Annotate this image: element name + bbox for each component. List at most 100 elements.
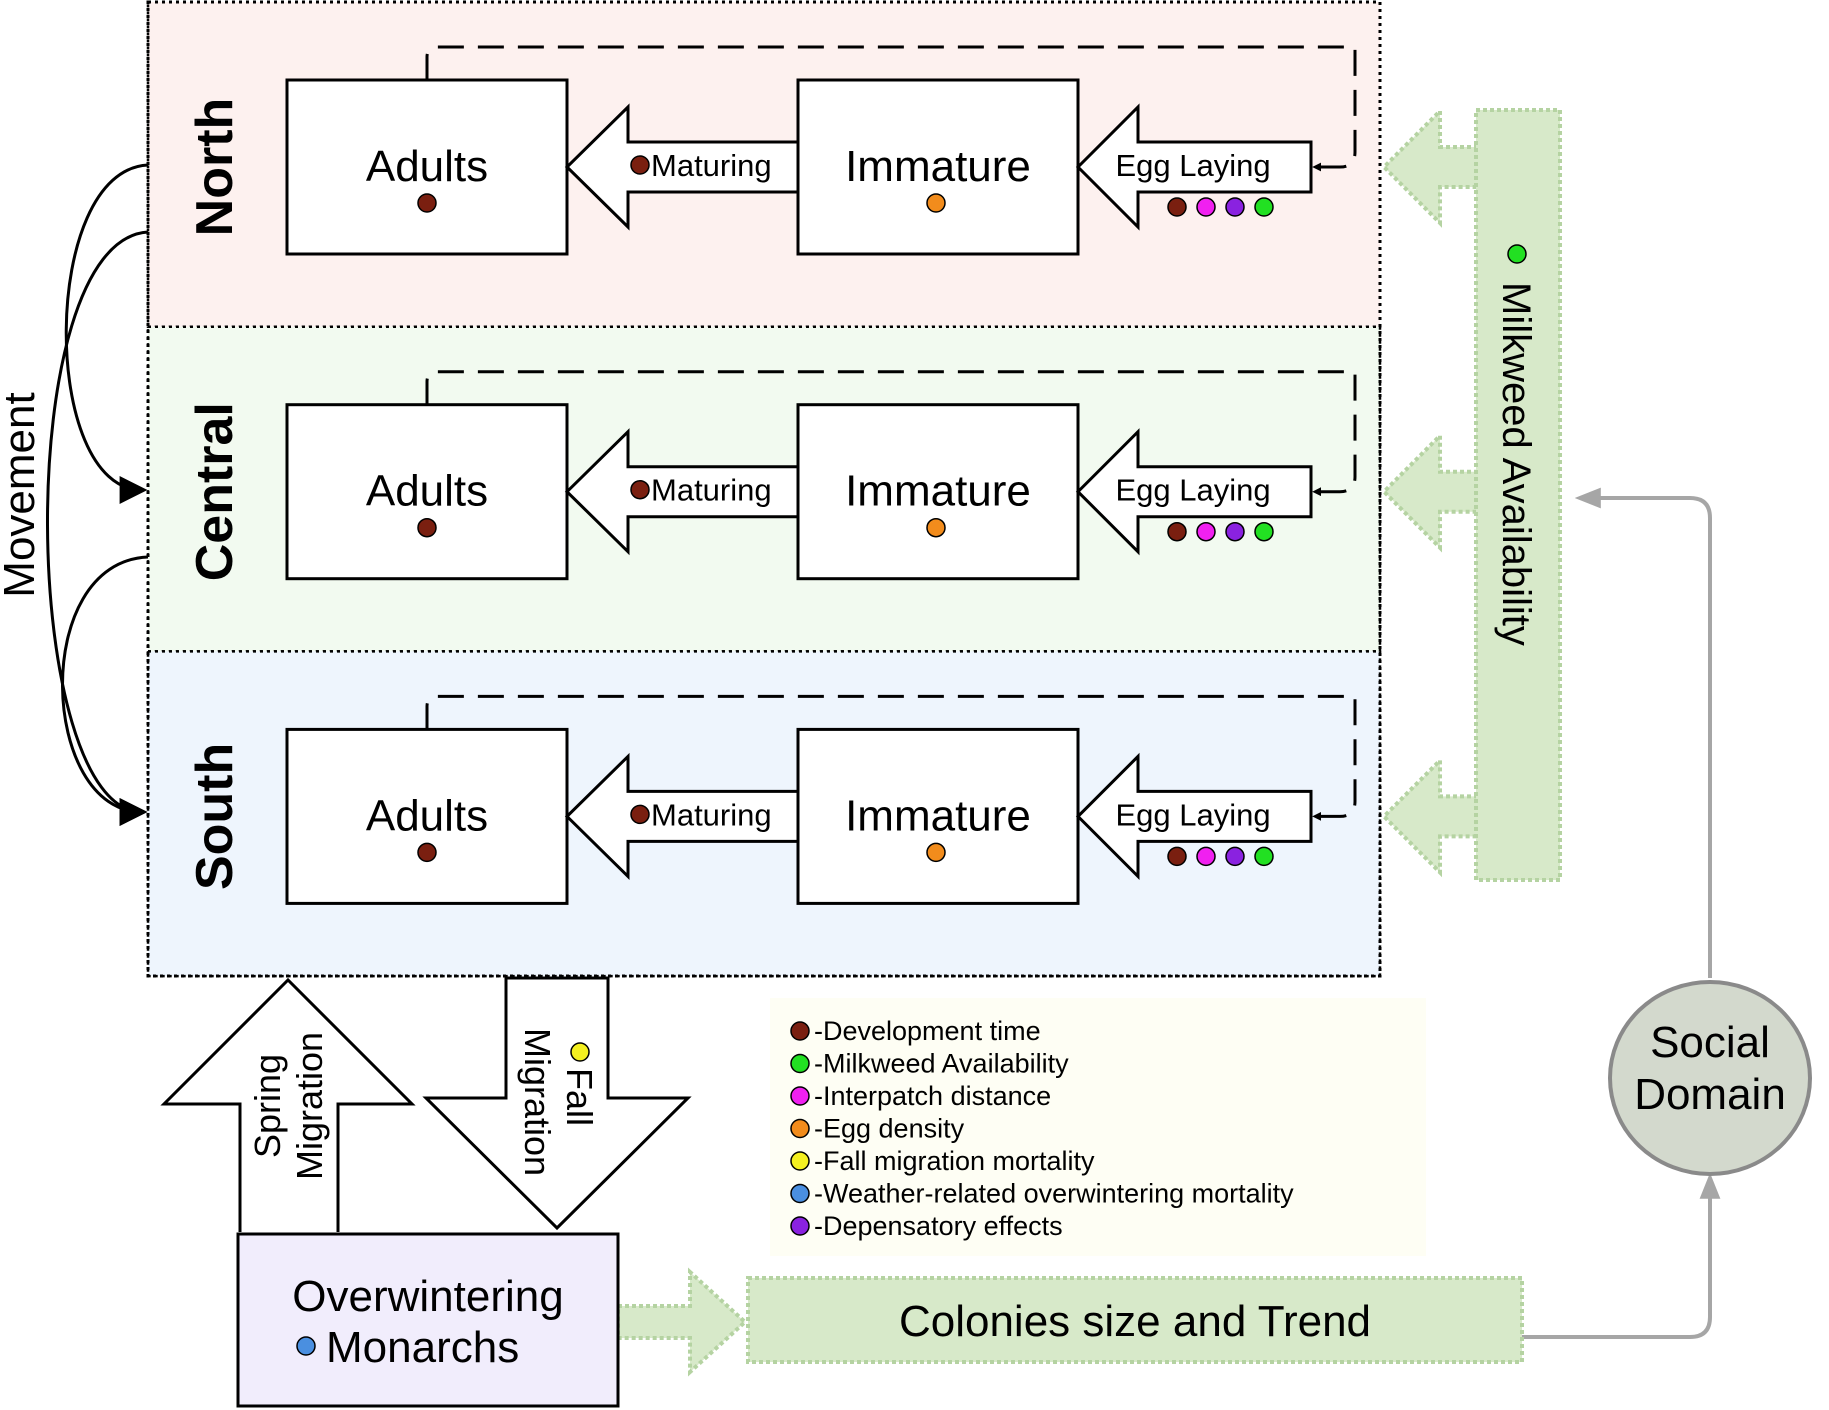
immature-egg-density-dot bbox=[926, 842, 946, 863]
milkweed-input-arrow bbox=[1381, 755, 1480, 878]
legend-label: -Weather-related overwintering mortality bbox=[814, 1179, 1294, 1209]
regions-frame bbox=[146, 0, 1382, 978]
egg-laying-arrow bbox=[1075, 428, 1313, 556]
fall-migration-arrow bbox=[422, 976, 692, 1231]
legend-swatch bbox=[790, 1021, 810, 1041]
maturing-label: Maturing bbox=[651, 148, 772, 183]
immature-label: Immature bbox=[845, 467, 1031, 516]
maturing-arrow bbox=[564, 428, 800, 556]
legend-item: -Depensatory effects bbox=[790, 1211, 1063, 1241]
milkweed-column: Milkweed Availability bbox=[1381, 106, 1562, 882]
egg-depensatory-dot bbox=[1225, 521, 1245, 542]
fall-migration-label-1: Fall bbox=[559, 1068, 600, 1126]
immature-egg-density-dot bbox=[926, 517, 946, 538]
legend: -Development time-Milkweed Availability-… bbox=[790, 1016, 1294, 1241]
overwinter-to-colonies-arrow bbox=[616, 1267, 748, 1377]
region-south: South Adults Immature Maturing Egg Laying bbox=[146, 650, 1382, 978]
maturing-development-dot bbox=[630, 479, 650, 500]
maturing-arrow bbox=[564, 103, 800, 231]
spring-migration-label-2: Migration bbox=[289, 1032, 330, 1180]
legend-item: -Weather-related overwintering mortality bbox=[790, 1179, 1294, 1209]
maturing-development-dot bbox=[630, 804, 650, 825]
immature-egg-density-dot bbox=[926, 193, 946, 213]
legend-swatch bbox=[790, 1151, 810, 1171]
spring-migration-arrow bbox=[160, 977, 416, 1232]
legend-swatch bbox=[790, 1216, 810, 1236]
immature-label: Immature bbox=[845, 142, 1031, 191]
social-domain-label-2: Domain bbox=[1634, 1070, 1786, 1119]
movement-arrow-north-south bbox=[46, 230, 149, 826]
milkweed-input-arrow bbox=[1381, 106, 1480, 228]
legend-item: -Interpatch distance bbox=[790, 1081, 1051, 1111]
maturing-development-dot bbox=[630, 155, 650, 175]
milkweed-arrows bbox=[1381, 106, 1480, 878]
egg-laying-label: Egg Laying bbox=[1115, 148, 1270, 183]
movement-arrows bbox=[46, 163, 149, 826]
adults-label: Adults bbox=[366, 142, 488, 191]
region-central: Central Adults Immature Maturing Egg Laying bbox=[146, 325, 1382, 653]
legend-label: -Development time bbox=[814, 1016, 1041, 1046]
legend-label: -Milkweed Availability bbox=[814, 1049, 1069, 1079]
egg-milkweed-dot bbox=[1254, 197, 1274, 217]
social-domain-label-1: Social bbox=[1650, 1018, 1770, 1067]
colonies-to-social-arrow bbox=[1522, 1172, 1721, 1339]
adults-development-dot bbox=[417, 193, 437, 213]
egg-development-dot bbox=[1167, 521, 1187, 542]
legend-item: -Egg density bbox=[790, 1114, 965, 1144]
maturing-arrow bbox=[564, 752, 800, 880]
egg-milkweed-dot bbox=[1254, 846, 1274, 867]
region-name: South bbox=[186, 743, 244, 890]
region-north: North Adults Immature Maturing Egg Laying bbox=[146, 0, 1382, 328]
region-name: North bbox=[186, 98, 244, 237]
social-to-milkweed-arrow bbox=[1574, 487, 1712, 978]
colonies-box bbox=[746, 1276, 1524, 1364]
legend-swatch bbox=[790, 1183, 810, 1204]
fall-mortality-dot bbox=[570, 1042, 590, 1062]
egg-laying-arrow bbox=[1075, 752, 1313, 881]
immature-label: Immature bbox=[845, 791, 1031, 840]
immature-box bbox=[796, 78, 1080, 256]
spring-migration-label-1: Spring bbox=[247, 1054, 288, 1158]
adults-box bbox=[285, 78, 569, 256]
legend-background bbox=[770, 998, 1426, 1256]
egg-depensatory-dot bbox=[1225, 197, 1245, 217]
legend-label: -Fall migration mortality bbox=[814, 1146, 1095, 1176]
milkweed-bar bbox=[1474, 108, 1562, 882]
maturing-label: Maturing bbox=[651, 473, 772, 508]
milkweed-dot bbox=[1507, 244, 1527, 264]
legend-item: -Fall migration mortality bbox=[790, 1146, 1095, 1176]
egg-laying-label: Egg Laying bbox=[1115, 473, 1270, 508]
overwintering-box bbox=[236, 1232, 620, 1408]
fall-migration-label-2: Migration bbox=[517, 1028, 558, 1176]
overwintering-label-2: Monarchs bbox=[326, 1323, 519, 1372]
movement-label: Movement bbox=[0, 392, 44, 597]
legend-label: -Egg density bbox=[814, 1114, 965, 1144]
legend-swatch bbox=[790, 1086, 810, 1106]
region-name: Central bbox=[186, 402, 244, 581]
egg-development-dot bbox=[1167, 197, 1187, 217]
egg-laying-arrow bbox=[1075, 103, 1313, 231]
egg-development-dot bbox=[1167, 846, 1187, 867]
overwintering-label-1: Overwintering bbox=[292, 1272, 563, 1321]
legend-item: -Milkweed Availability bbox=[790, 1049, 1069, 1079]
egg-depensatory-dot bbox=[1225, 846, 1245, 867]
adults-label: Adults bbox=[366, 791, 488, 840]
weather-mortality-dot bbox=[296, 1336, 316, 1356]
legend-swatch bbox=[790, 1053, 810, 1074]
colonies-label: Colonies size and Trend bbox=[899, 1297, 1371, 1346]
milkweed-input-arrow bbox=[1381, 430, 1480, 553]
milkweed-label: Milkweed Availability bbox=[1494, 282, 1538, 646]
egg-milkweed-dot bbox=[1254, 521, 1274, 542]
adults-development-dot bbox=[417, 517, 437, 538]
legend-label: -Depensatory effects bbox=[814, 1211, 1063, 1241]
adults-label: Adults bbox=[366, 467, 488, 516]
egg-laying-label: Egg Laying bbox=[1115, 797, 1270, 832]
movement-arrow-central-south bbox=[61, 555, 149, 826]
legend-item: -Development time bbox=[790, 1016, 1041, 1046]
movement-arrow-north-central bbox=[64, 163, 149, 504]
adults-development-dot bbox=[417, 842, 437, 863]
maturing-label: Maturing bbox=[651, 797, 772, 832]
social-domain-node bbox=[1608, 980, 1812, 1176]
